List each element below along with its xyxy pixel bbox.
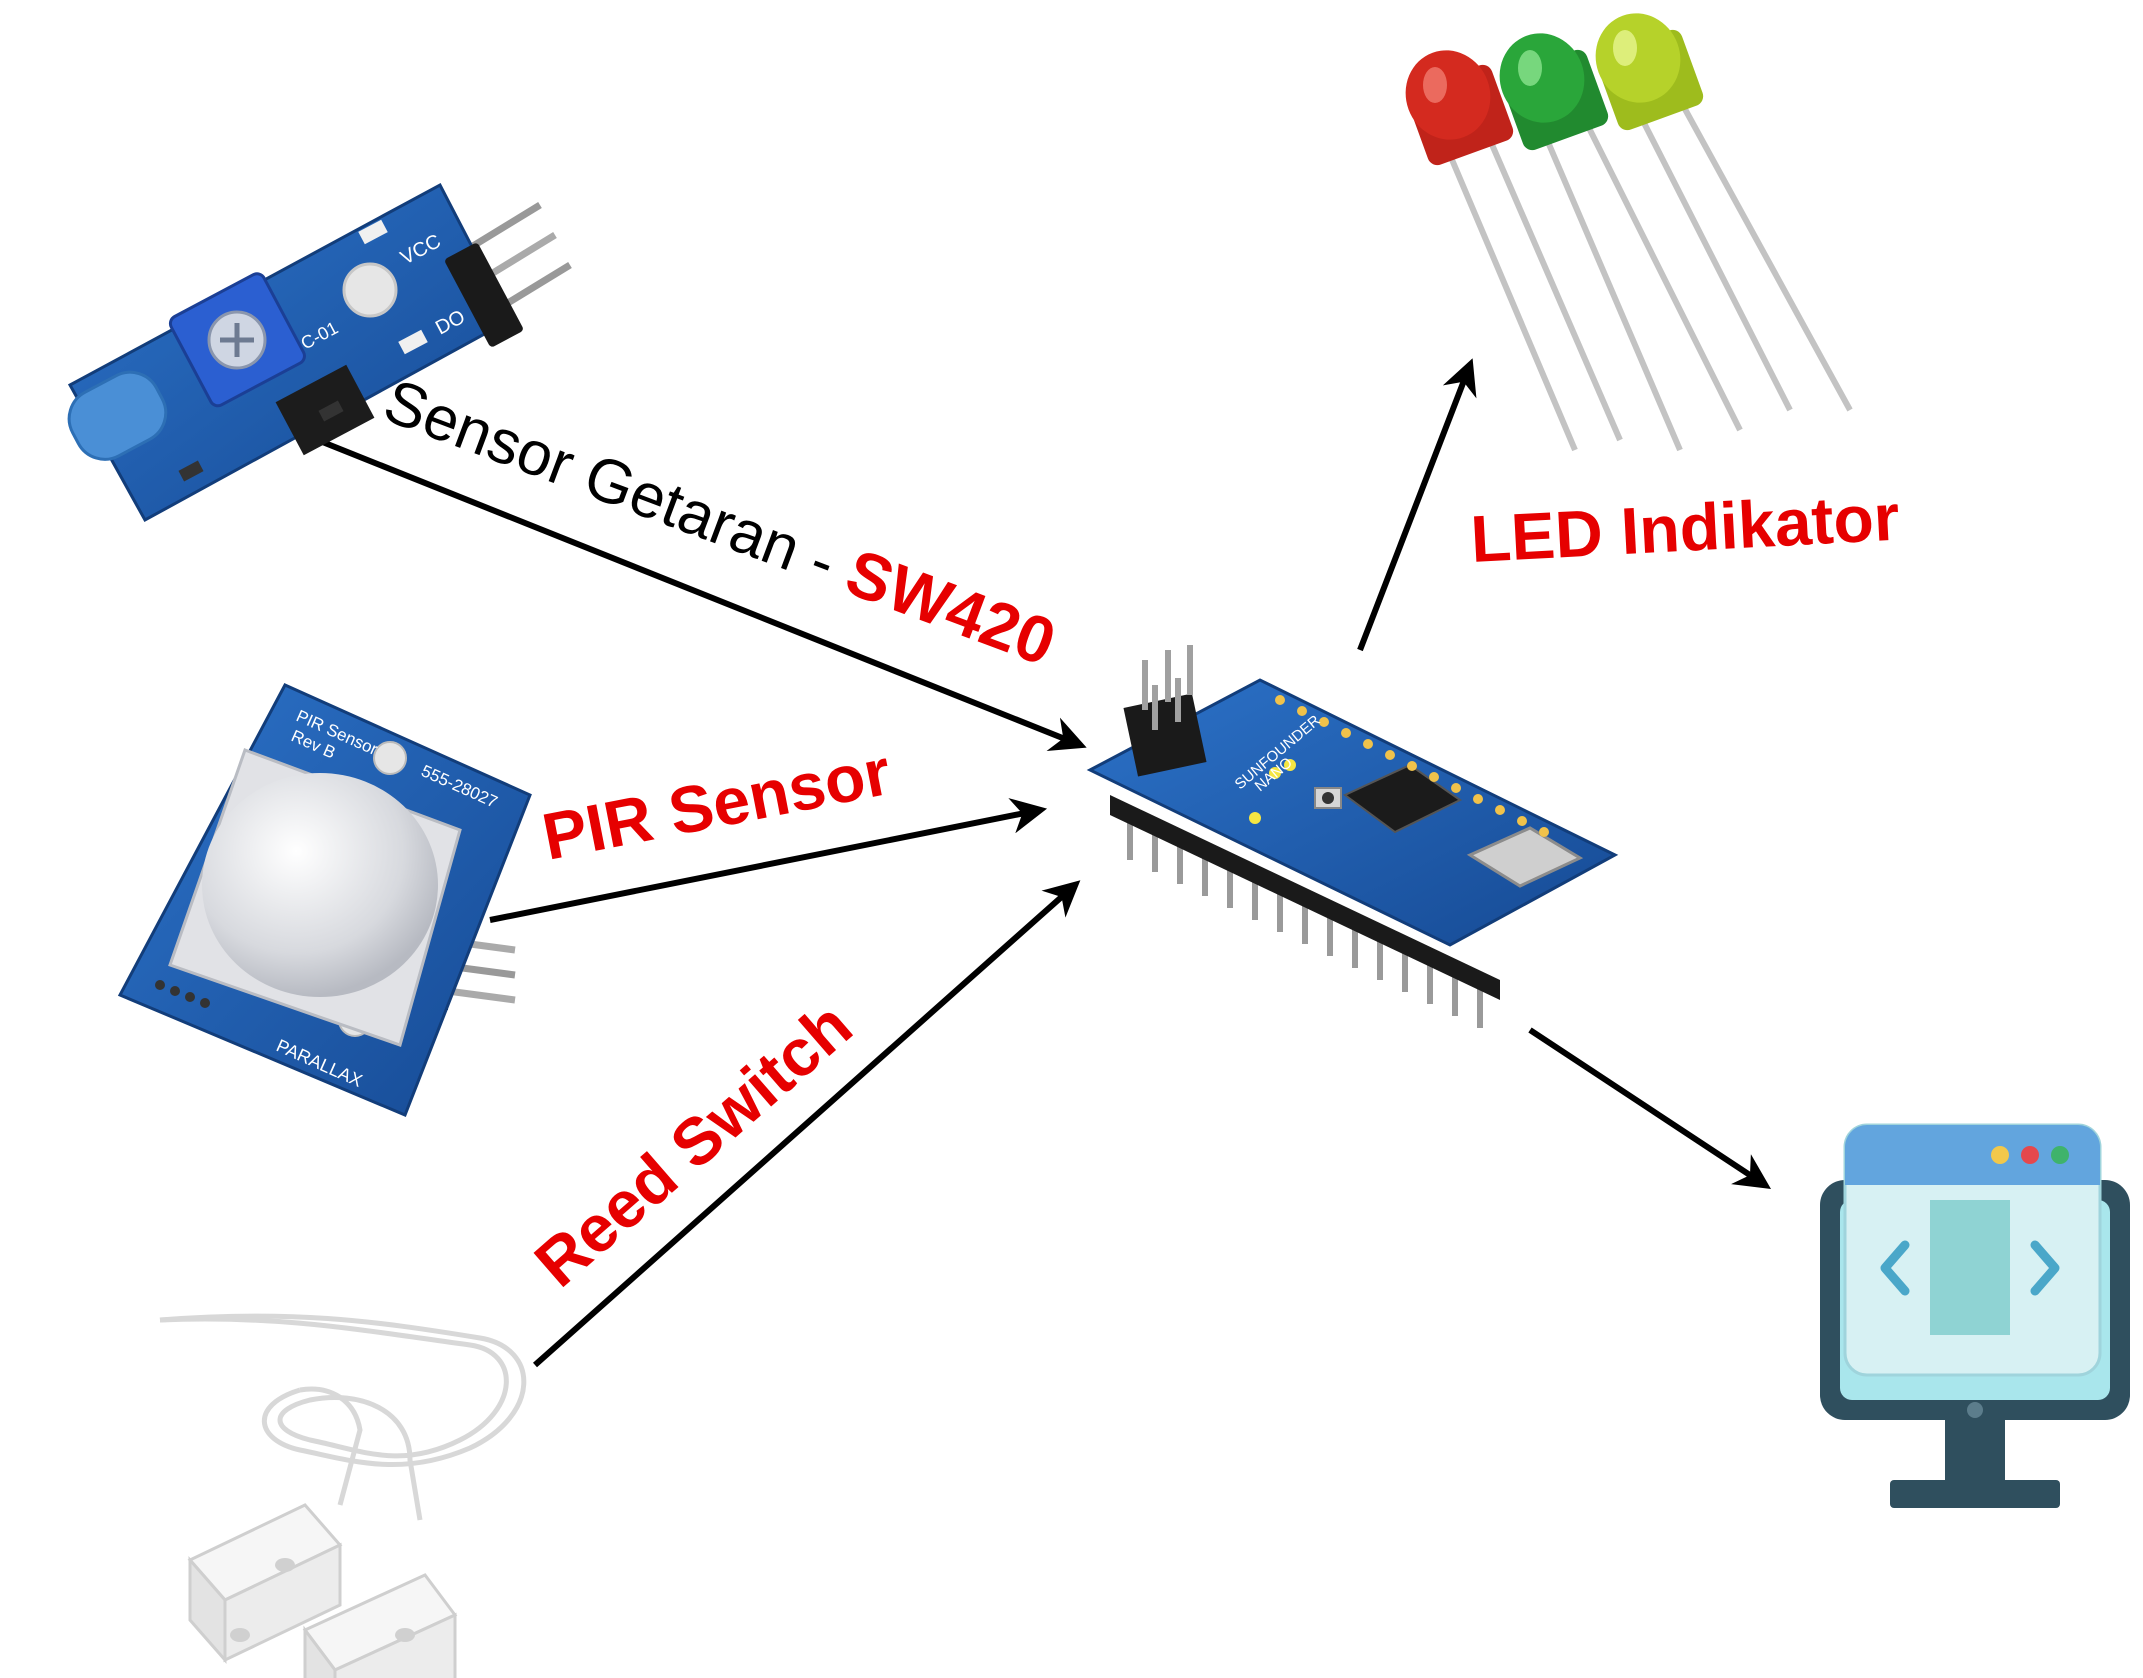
vibration-label-prefix: Sensor Getaran - — [375, 366, 861, 603]
reed-switch-component — [159, 1313, 527, 1678]
reed-switch-block — [302, 1573, 458, 1678]
vibration-label-model: SW420 — [837, 534, 1066, 679]
vibration-sensor-label: Sensor Getaran - SW420 — [375, 362, 1065, 680]
nano-pcb — [1086, 678, 1619, 947]
vibration-element — [67, 370, 168, 461]
labels: Sensor Getaran - SW420 PIR Sensor Reed S… — [375, 362, 1901, 1300]
nano-header-strip — [1110, 795, 1500, 1000]
nano-mcu-chip — [1343, 763, 1462, 834]
arduino-nano-board: SUNFOUNDER NANO — [1086, 645, 1619, 1028]
arrow-nano-to-led — [1357, 358, 1477, 652]
vibration-sensor-module: VCC DO C-01 — [67, 182, 572, 523]
browser-dot-yellow — [1991, 1146, 2009, 1164]
reed-magnet-block — [187, 1503, 343, 1664]
nano-icsp-header — [1123, 645, 1207, 777]
pir-sensor-label: PIR Sensor — [537, 734, 897, 874]
monitor-base — [1890, 1480, 2060, 1508]
arrows — [303, 358, 1772, 1368]
led-red — [1405, 50, 1623, 452]
nano-usb-port — [1466, 826, 1584, 888]
led-green — [1499, 33, 1743, 452]
browser-dot-red — [2021, 1146, 2039, 1164]
reed-switch-label: Reed Switch — [521, 987, 866, 1300]
code-bracket-right-icon — [2030, 1240, 2060, 1296]
led-yellow — [1595, 13, 1853, 412]
monitor-web-icon — [1820, 1123, 2130, 1508]
pir-fresnel-dome — [202, 773, 438, 997]
arrow-nano-to-monitor — [1528, 1027, 1772, 1189]
code-bracket-left-icon — [1880, 1240, 1910, 1296]
pir-sensor-module: PIR Sensor Rev B 555-28027 PARALLAX — [117, 683, 532, 1117]
reed-wires — [159, 1313, 527, 1521]
pir-pin-dots — [155, 980, 210, 1008]
led-indicators — [1405, 13, 1853, 452]
arrow-pir-to-nano — [489, 797, 1048, 923]
browser-dot-green — [2051, 1146, 2069, 1164]
arrow-reed-to-nano — [533, 880, 1081, 1368]
monitor-neck — [1945, 1420, 2005, 1485]
nano-top-pin-pads — [1275, 695, 1549, 837]
browser-content-block — [1930, 1200, 2010, 1335]
arrow-vibration-to-nano — [303, 432, 1087, 752]
led-indikator-label: LED Indikator — [1469, 480, 1901, 576]
